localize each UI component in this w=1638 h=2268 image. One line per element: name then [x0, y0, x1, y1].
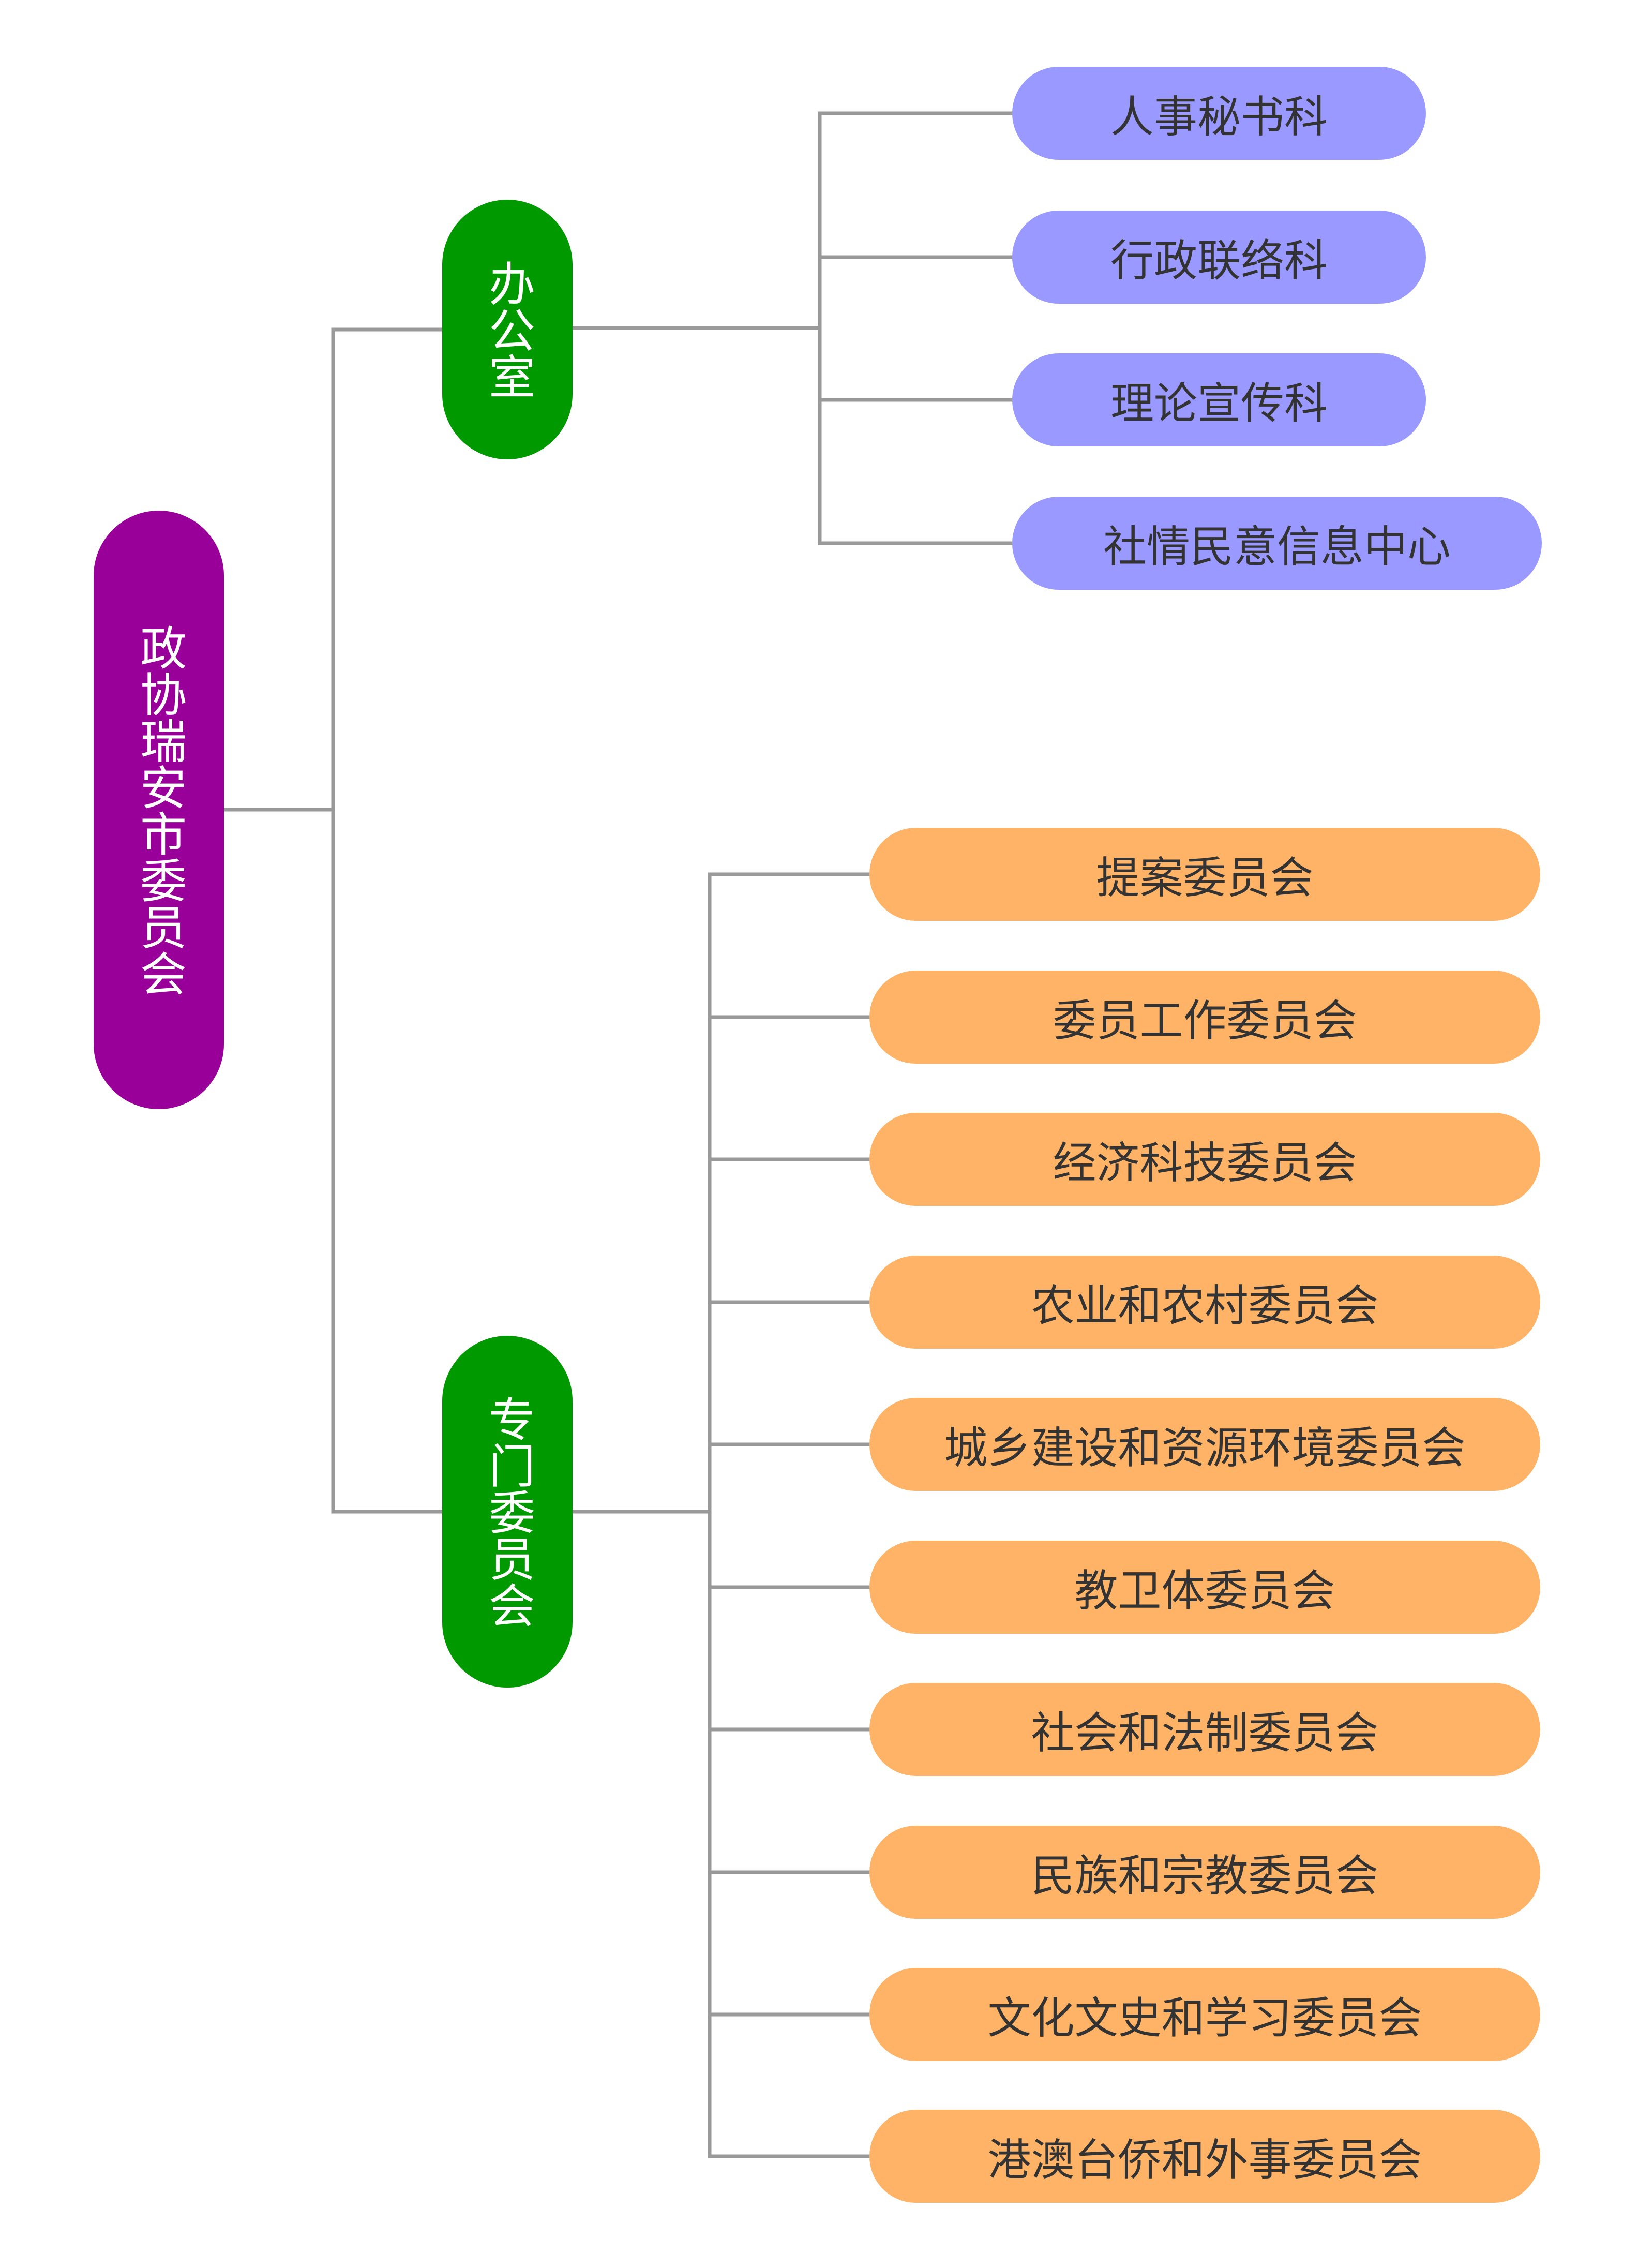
leaf-node-office-3: 理论宣传科 — [1012, 353, 1426, 446]
leaf-node-committee-8: 民族和宗教委员会 — [869, 1826, 1540, 1919]
leaf-node-committee-1: 提案委员会 — [869, 828, 1540, 921]
leaf-node-office-1: 人事秘书科 — [1012, 67, 1426, 160]
leaf-node-committee-7: 社会和法制委员会 — [869, 1683, 1540, 1776]
leaf-node-committee-2: 委员工作委员会 — [869, 971, 1540, 1064]
branch-node-committees: 专门委员会 — [442, 1336, 573, 1688]
leaf-node-office-4: 社情民意信息中心 — [1012, 497, 1542, 590]
leaf-node-committee-4: 农业和农村委员会 — [869, 1256, 1540, 1349]
leaf-node-committee-3: 经济科技委员会 — [869, 1113, 1540, 1206]
leaf-node-committee-5: 城乡建设和资源环境委员会 — [869, 1398, 1540, 1491]
root-node: 政协瑞安市委员会 — [94, 511, 224, 1109]
leaf-node-committee-9: 文化文史和学习委员会 — [869, 1968, 1540, 2061]
branch-node-office: 办公室 — [442, 200, 573, 459]
leaf-node-office-2: 行政联络科 — [1012, 211, 1426, 304]
leaf-node-committee-6: 教卫体委员会 — [869, 1541, 1540, 1634]
leaf-node-committee-10: 港澳台侨和外事委员会 — [869, 2110, 1540, 2203]
